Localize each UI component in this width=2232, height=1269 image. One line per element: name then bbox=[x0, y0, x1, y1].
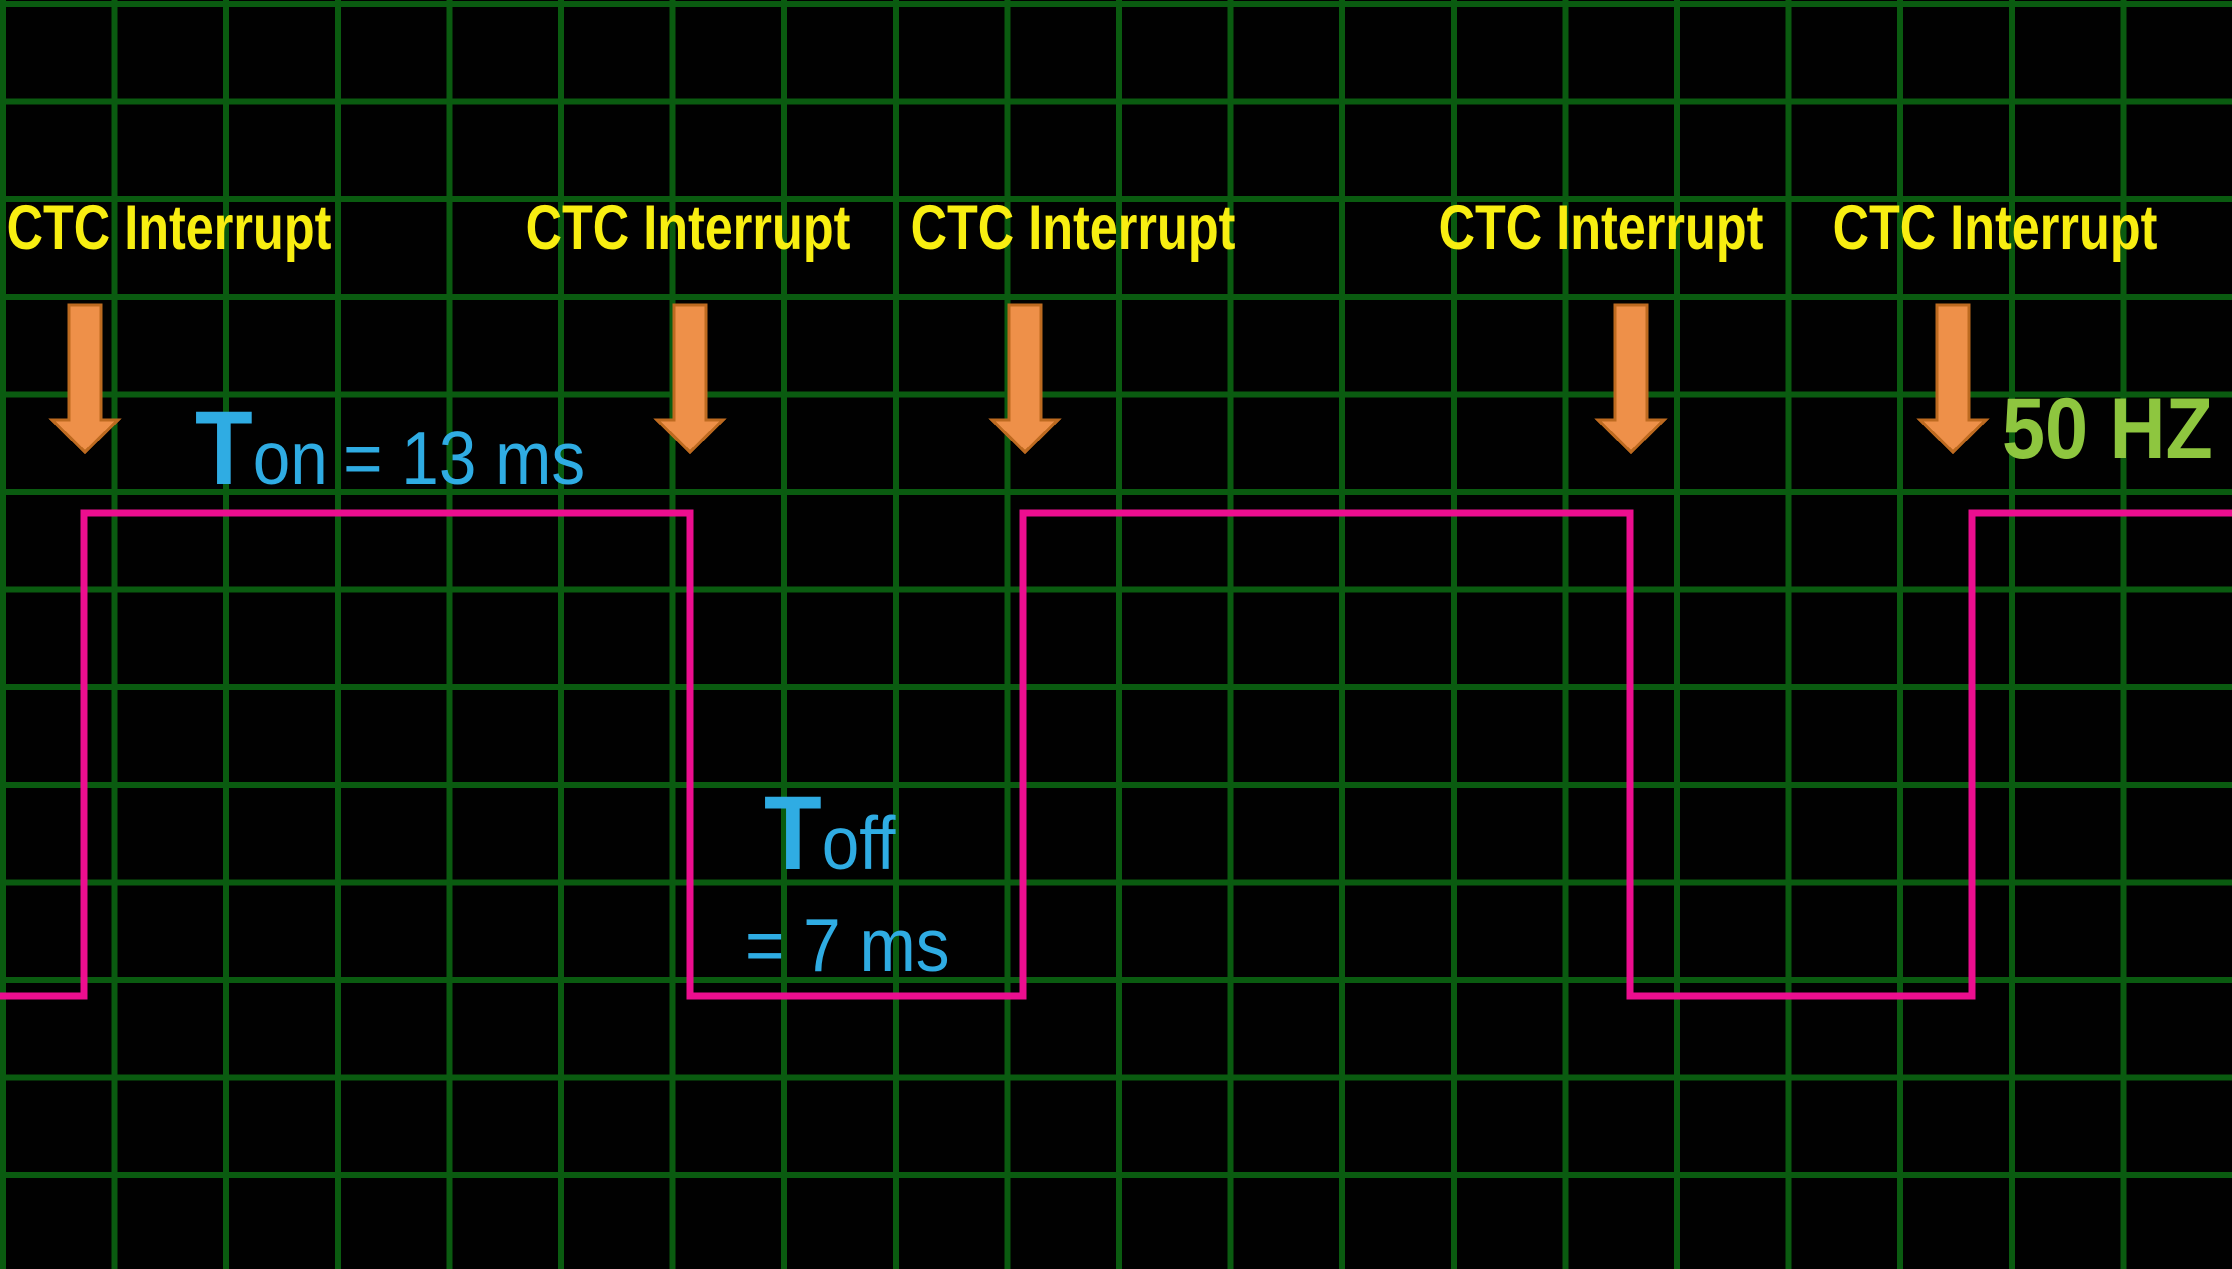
ctc-interrupt-label: CTC Interrupt bbox=[1438, 193, 1764, 263]
pwm-waveform bbox=[0, 509, 2232, 1000]
ctc-interrupt-label: CTC Interrupt bbox=[525, 193, 851, 263]
ctc-interrupt-arrow bbox=[1594, 303, 1668, 455]
t-off-annotation: T off bbox=[764, 781, 896, 886]
ctc-interrupt-arrow bbox=[1916, 303, 1990, 455]
ctc-interrupt-label: CTC Interrupt bbox=[910, 193, 1236, 263]
t-off-subscript: off bbox=[821, 801, 896, 885]
ctc-interrupt-arrow bbox=[988, 303, 1062, 455]
t-on-value: = 13 ms bbox=[343, 416, 586, 500]
ctc-interrupt-label: CTC Interrupt bbox=[6, 193, 332, 263]
t-on-subscript: on bbox=[252, 416, 328, 500]
t-on-annotation: T on = 13 ms bbox=[195, 396, 585, 501]
ctc-interrupt-label: CTC Interrupt bbox=[1832, 193, 2158, 263]
t-off-value-annotation: = 7 ms bbox=[745, 908, 949, 983]
ctc-interrupt-arrow bbox=[653, 303, 727, 455]
t-on-symbol: T bbox=[195, 390, 253, 507]
frequency-label: 50 HZ bbox=[2002, 381, 2213, 477]
interrupt-arrows bbox=[48, 303, 1990, 455]
t-off-value: = 7 ms bbox=[745, 903, 950, 987]
t-off-symbol: T bbox=[764, 775, 822, 892]
ctc-interrupt-arrow bbox=[48, 303, 122, 455]
